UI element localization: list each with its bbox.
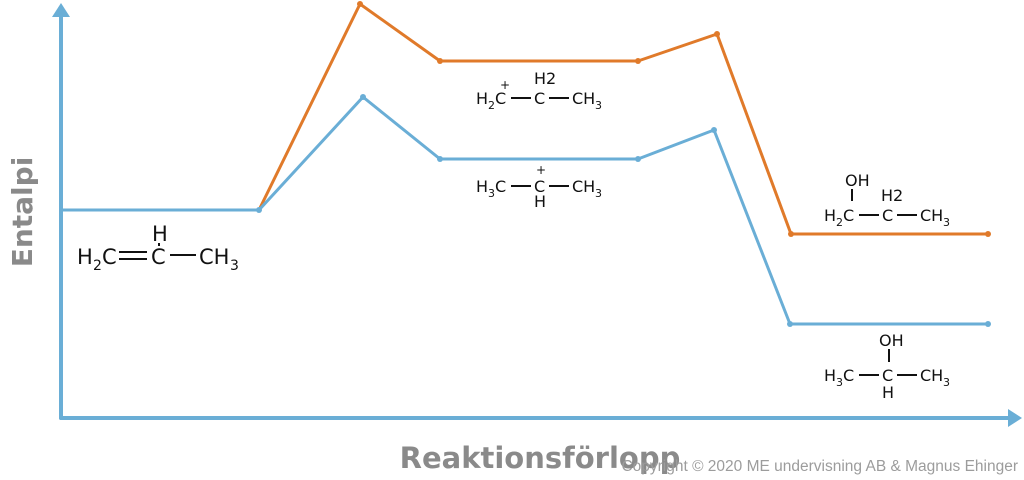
orange-point bbox=[788, 231, 794, 237]
orange-point bbox=[714, 31, 720, 37]
secondary-carbocation: + H 3 C C CH 3 H bbox=[476, 163, 602, 211]
propan1ol-h-top-sub: 2 bbox=[893, 186, 903, 205]
propan-1-ol: OH H 2 H 2 C C CH 3 bbox=[824, 171, 950, 229]
propan1ol-right-sub: 3 bbox=[943, 216, 950, 229]
secondary-right: CH bbox=[572, 177, 595, 196]
secondary-left-c: C bbox=[495, 177, 506, 196]
secondary-carbocation-path bbox=[61, 95, 988, 326]
blue-point bbox=[256, 207, 262, 213]
blue-path-points bbox=[256, 94, 991, 327]
blue-point bbox=[635, 156, 641, 162]
reactant-h-top: H bbox=[152, 222, 168, 246]
secondary-center-c: C bbox=[534, 177, 545, 196]
primary-right: CH bbox=[572, 89, 595, 108]
propan1ol-center-c: C bbox=[882, 206, 893, 225]
primary-left-c: C bbox=[495, 89, 506, 108]
propan2ol-left-h: H bbox=[824, 366, 836, 385]
propan1ol-oh: OH bbox=[845, 171, 870, 190]
reactant-propene: H H 2 C C CH 3 bbox=[77, 222, 239, 274]
blue-point bbox=[437, 156, 443, 162]
propan1ol-left-c: C bbox=[843, 206, 854, 225]
reactant-right: CH bbox=[199, 245, 229, 269]
reactant-center-c: C bbox=[151, 245, 166, 269]
reactant-left-sub: 2 bbox=[93, 258, 102, 274]
orange-point bbox=[635, 58, 641, 64]
primary-carbocation: + H 2 H 2 C C CH 3 bbox=[476, 69, 602, 112]
propan1ol-h-top: H bbox=[881, 186, 893, 205]
propan2ol-left-sub: 3 bbox=[836, 376, 843, 389]
x-axis-label: Reaktionsförlopp bbox=[400, 441, 681, 475]
propan2ol-right-sub: 3 bbox=[943, 376, 950, 389]
primary-plus: + bbox=[500, 78, 510, 92]
propan1ol-left-h: H bbox=[824, 206, 836, 225]
propan-2-ol: OH H 3 C C CH 3 H bbox=[824, 331, 950, 402]
propan2ol-right: CH bbox=[920, 366, 943, 385]
orange-path-points bbox=[357, 1, 991, 237]
axes bbox=[52, 3, 1022, 427]
primary-h-top: H bbox=[534, 69, 546, 88]
secondary-left-h: H bbox=[476, 177, 488, 196]
propan1ol-left-sub: 2 bbox=[836, 216, 843, 229]
secondary-right-sub: 3 bbox=[595, 187, 602, 200]
propan2ol-h-bottom: H bbox=[882, 383, 894, 402]
blue-point bbox=[360, 94, 366, 100]
propan2ol-left-c: C bbox=[843, 366, 854, 385]
propan2ol-oh: OH bbox=[879, 331, 904, 350]
primary-h-top-sub: 2 bbox=[546, 69, 556, 88]
primary-left-sub: 2 bbox=[488, 99, 495, 112]
primary-carbocation-path bbox=[61, 2, 988, 236]
y-axis-label: Entalpi bbox=[6, 157, 39, 268]
propan1ol-right: CH bbox=[920, 206, 943, 225]
orange-point bbox=[985, 231, 991, 237]
secondary-left-sub: 3 bbox=[488, 187, 495, 200]
primary-right-sub: 3 bbox=[595, 99, 602, 112]
secondary-plus: + bbox=[536, 163, 546, 177]
y-axis-arrow bbox=[52, 3, 70, 17]
reactant-left-c: C bbox=[102, 245, 117, 269]
propan2ol-center-c: C bbox=[882, 366, 893, 385]
blue-point bbox=[787, 321, 793, 327]
copyright-text: Copyright © 2020 ME undervisning AB & Ma… bbox=[621, 458, 1018, 475]
orange-point bbox=[437, 58, 443, 64]
secondary-h-bottom: H bbox=[534, 192, 546, 211]
x-axis-arrow bbox=[1008, 409, 1022, 427]
primary-center-c: C bbox=[534, 89, 545, 108]
primary-left-h: H bbox=[476, 89, 488, 108]
orange-point bbox=[357, 1, 363, 7]
blue-point bbox=[985, 321, 991, 327]
blue-point bbox=[711, 127, 717, 133]
reactant-left-h: H bbox=[77, 245, 93, 269]
reactant-right-sub: 3 bbox=[230, 258, 239, 274]
